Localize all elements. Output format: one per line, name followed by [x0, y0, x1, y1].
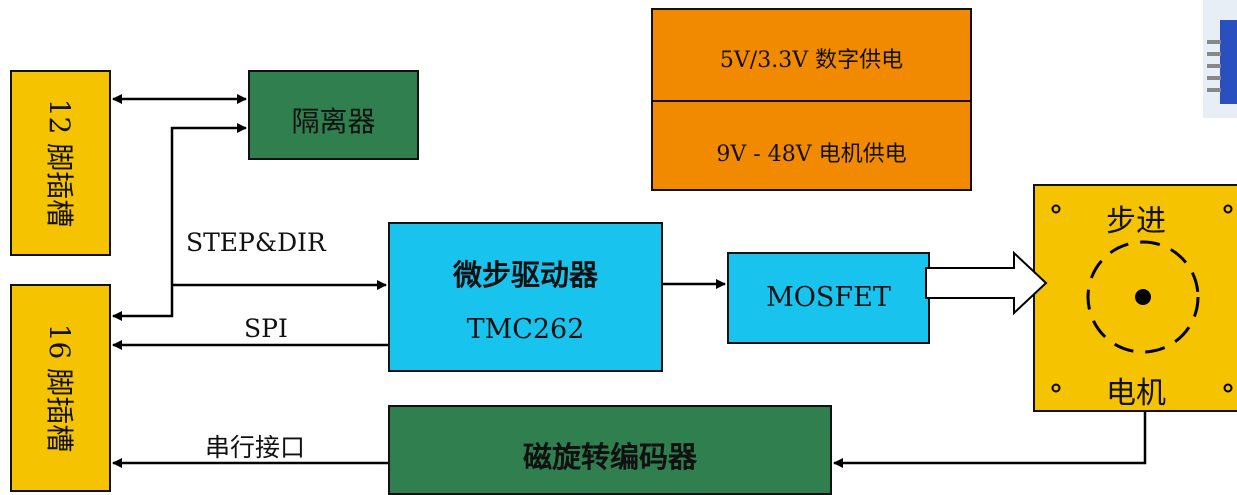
motor-symbol: [1051, 204, 1233, 393]
driver-title: 微步驱动器: [452, 258, 598, 292]
mosfet-block: MOSFET: [727, 252, 930, 344]
serial-interface-label: 串行接口: [205, 433, 306, 462]
isolator-label: 隔离器: [291, 105, 376, 138]
microstep-driver-block: 微步驱动器 TMC262: [388, 222, 663, 372]
hollow-arrow-mosfet-motor: [925, 250, 1048, 316]
link-isolator-16pin: [112, 123, 247, 321]
spi-label: SPI: [244, 314, 288, 343]
connector-16pin-block: 16 脚插槽: [10, 284, 111, 492]
digital-power-label: 5V/3.3V 数字供电: [719, 48, 904, 73]
connector-12pin-block: 12 脚插槽: [10, 70, 111, 256]
isolator-block: 隔离器: [248, 70, 419, 160]
motor-top-label: 步进: [1106, 204, 1166, 239]
link-motor-encoder: [833, 412, 1147, 468]
motor-bottom-label: 电机: [1106, 376, 1166, 411]
encoder-block: 磁旋转编码器: [388, 405, 832, 495]
power-divider: [653, 100, 970, 102]
motor-power-label: 9V - 48V 电机供电: [716, 142, 907, 167]
device-thumbnail: [1203, 0, 1237, 118]
power-supply-block: 5V/3.3V 数字供电 9V - 48V 电机供电: [651, 8, 972, 191]
encoder-label: 磁旋转编码器: [522, 440, 697, 474]
driver-model: TMC262: [466, 314, 585, 345]
mosfet-label: MOSFET: [766, 282, 891, 313]
stepper-motor-block: 步进 电机: [1033, 184, 1237, 412]
